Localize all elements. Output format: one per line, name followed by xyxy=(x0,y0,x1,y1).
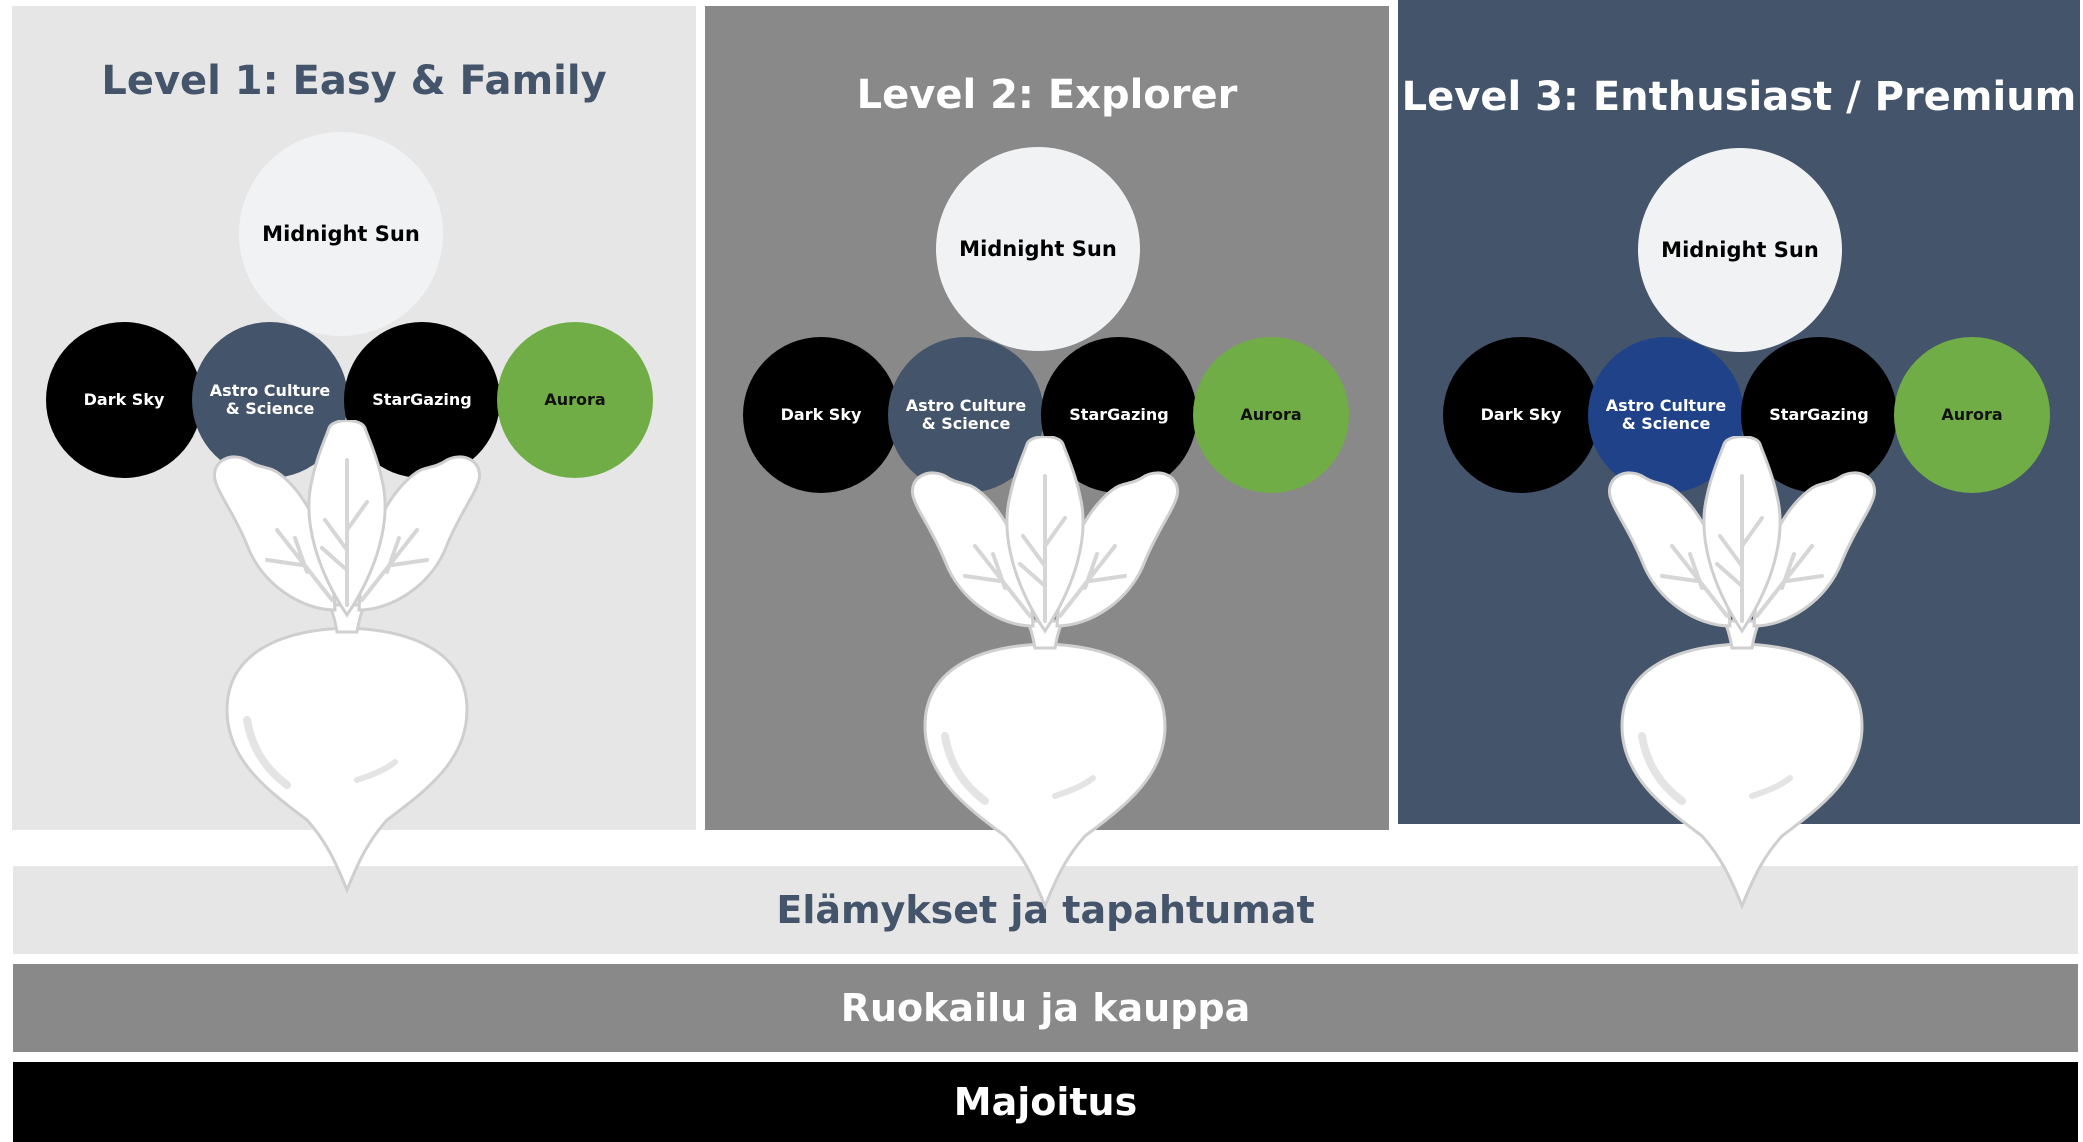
aurora-label: Aurora xyxy=(544,389,606,409)
dark-sky-label: Dark Sky xyxy=(83,389,165,409)
accommodation-label: Majoitus xyxy=(953,1080,1138,1124)
stargazing-label: StarGazing xyxy=(1769,404,1869,424)
stargazing-label: StarGazing xyxy=(372,389,472,409)
level-1-title: Level 1: Easy & Family xyxy=(101,58,607,104)
dark-sky-label: Dark Sky xyxy=(1480,404,1562,424)
midnight-sun-circle: Midnight Sun xyxy=(936,147,1140,351)
level-1-panel: Level 1: Easy & Family Midnight Sun Dark… xyxy=(12,6,696,830)
midnight-sun-label: Midnight Sun xyxy=(1661,237,1819,262)
level-3-panel: Level 3: Enthusiast / Premium Midnight S… xyxy=(1398,0,2080,824)
dining-label: Ruokailu ja kauppa xyxy=(840,986,1251,1030)
beetroot-icon xyxy=(905,436,1185,920)
dark-sky-circle: Dark Sky xyxy=(1443,337,1599,493)
astro-culture-label: Astro Culture & Science xyxy=(1605,395,1727,433)
stargazing-label: StarGazing xyxy=(1069,404,1169,424)
dark-sky-label: Dark Sky xyxy=(780,404,862,424)
aurora-label: Aurora xyxy=(1240,404,1302,424)
astro-culture-label: Astro Culture & Science xyxy=(905,395,1027,433)
level-3-title: Level 3: Enthusiast / Premium xyxy=(1401,74,2077,120)
beetroot-icon xyxy=(207,420,487,904)
astro-culture-label: Astro Culture & Science xyxy=(209,380,331,418)
aurora-circle: Aurora xyxy=(497,322,653,478)
dark-sky-circle: Dark Sky xyxy=(743,337,899,493)
level-2-panel: Level 2: Explorer Midnight Sun Dark Sky … xyxy=(705,6,1389,830)
dark-sky-circle: Dark Sky xyxy=(46,322,202,478)
aurora-label: Aurora xyxy=(1941,404,2003,424)
level-2-title: Level 2: Explorer xyxy=(856,72,1238,118)
midnight-sun-label: Midnight Sun xyxy=(262,221,420,246)
midnight-sun-label: Midnight Sun xyxy=(959,236,1117,261)
beetroot-icon xyxy=(1602,436,1882,920)
aurora-circle: Aurora xyxy=(1894,337,2050,493)
midnight-sun-circle: Midnight Sun xyxy=(1638,148,1842,352)
midnight-sun-circle: Midnight Sun xyxy=(239,132,443,336)
accommodation-band: Majoitus xyxy=(13,1062,2078,1142)
stargazing-circle: StarGazing xyxy=(1741,337,1897,493)
aurora-circle: Aurora xyxy=(1193,337,1349,493)
dining-band: Ruokailu ja kauppa xyxy=(13,964,2078,1052)
